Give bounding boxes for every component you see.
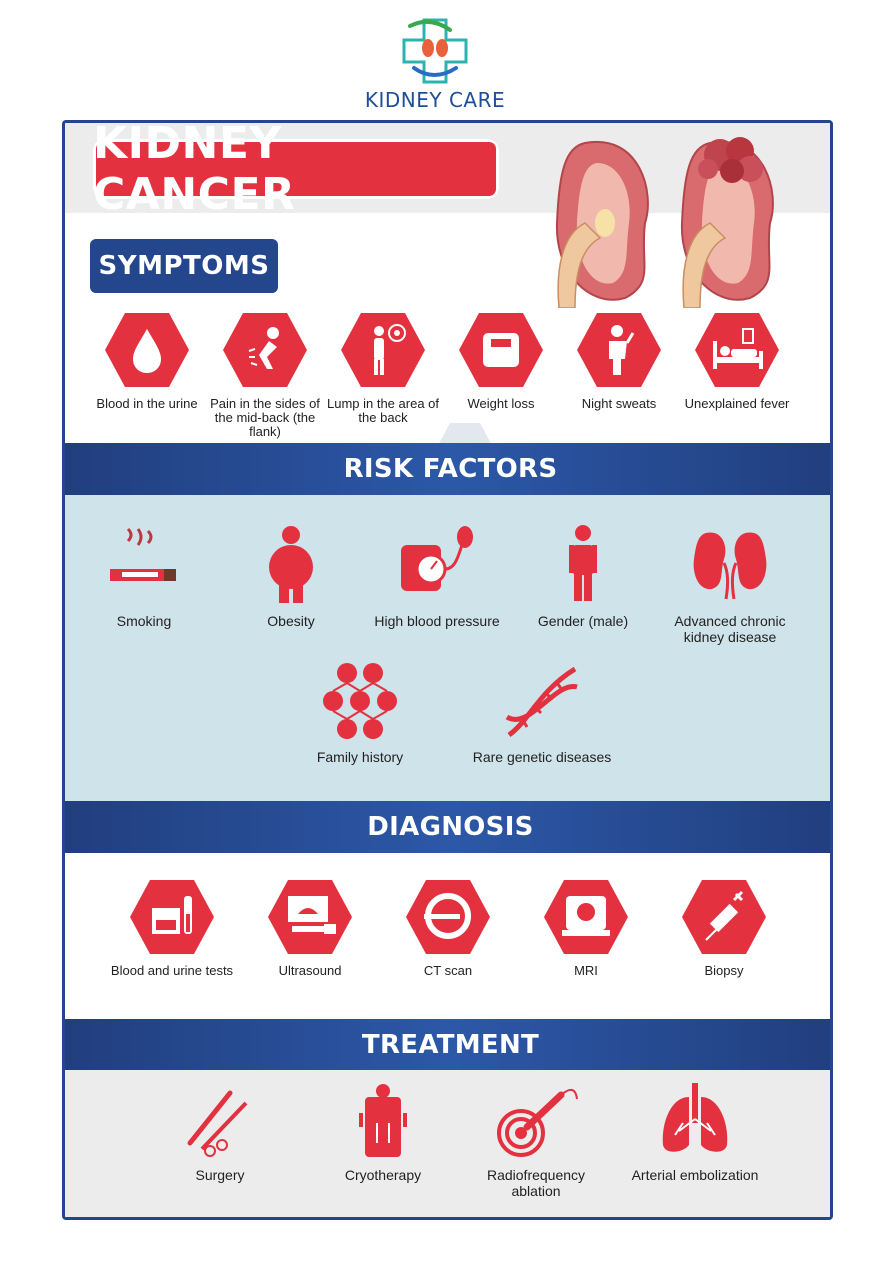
symptom-label: Blood in the urine bbox=[96, 396, 198, 411]
blood-pressure-gauge-icon bbox=[401, 526, 473, 591]
treatment-item: Radiofrequency ablation bbox=[461, 1083, 611, 1199]
treatment-label: Arterial embolization bbox=[631, 1167, 759, 1183]
dna-icon bbox=[505, 666, 578, 738]
back-pain-icon bbox=[223, 313, 307, 387]
scale-icon bbox=[459, 313, 543, 387]
symptom-item: Pain in the sides of the mid-back (the f… bbox=[200, 311, 330, 439]
diagnosis-label: CT scan bbox=[423, 963, 473, 978]
logo-text: KIDNEY CARE bbox=[364, 88, 506, 112]
treatment-item: Arterial embolization bbox=[620, 1083, 770, 1183]
male-figure-icon bbox=[569, 525, 597, 601]
risk-item: High blood pressure bbox=[362, 523, 512, 629]
treatment-label: Radiofrequency ablation bbox=[486, 1167, 586, 1199]
healthy-kidney-icon bbox=[555, 140, 649, 308]
risk-factors-heading: RISK FACTORS bbox=[343, 454, 558, 484]
risk-item: Obesity bbox=[216, 523, 366, 629]
logo-cross-icon bbox=[402, 18, 468, 84]
symptom-item: Weight loss bbox=[436, 311, 566, 411]
kidney-care-logo: KIDNEY CARE bbox=[350, 18, 520, 112]
kidney-illustration-icon bbox=[555, 137, 774, 308]
risk-label: Family history bbox=[316, 749, 404, 765]
diagnosis-item: MRI bbox=[521, 878, 651, 978]
syringe-icon bbox=[682, 880, 766, 954]
risk-label: Smoking bbox=[116, 613, 172, 629]
risk-label: Rare genetic diseases bbox=[472, 749, 612, 765]
mri-machine-icon bbox=[544, 880, 628, 954]
test-tubes-icon bbox=[130, 880, 214, 954]
cigarette-icon bbox=[110, 527, 176, 581]
treatment-label: Cryotherapy bbox=[344, 1167, 422, 1183]
symptoms-heading-label: SYMPTOMS bbox=[98, 251, 270, 281]
diagnosis-item: Biopsy bbox=[659, 878, 789, 978]
kidneys-icon bbox=[693, 532, 767, 600]
lump-icon bbox=[341, 313, 425, 387]
diagnosis-label: MRI bbox=[574, 963, 598, 978]
risk-item: Gender (male) bbox=[508, 523, 658, 629]
risk-label: Gender (male) bbox=[537, 613, 629, 629]
page-title: KIDNEY CANCER bbox=[93, 120, 296, 220]
symptom-item: Blood in the urine bbox=[82, 311, 212, 411]
symptom-item: Unexplained fever bbox=[672, 311, 802, 411]
diagnosis-item: CT scan bbox=[383, 878, 513, 978]
cancerous-kidney-icon bbox=[680, 137, 774, 308]
symptom-label: Lump in the area of the back bbox=[326, 396, 440, 425]
symptom-label: Unexplained fever bbox=[684, 396, 790, 411]
risk-item: Family history bbox=[285, 661, 435, 765]
ct-scanner-icon bbox=[406, 880, 490, 954]
risk-item: Rare genetic diseases bbox=[467, 661, 617, 765]
risk-label: Obesity bbox=[267, 613, 315, 629]
diagnosis-label: Blood and urine tests bbox=[110, 963, 234, 978]
treatment-item: Surgery bbox=[145, 1083, 295, 1183]
treatment-item: Cryotherapy bbox=[308, 1083, 458, 1183]
fever-bed-icon bbox=[695, 313, 779, 387]
sweating-person-icon bbox=[577, 313, 661, 387]
risk-label: Advanced chronic kidney disease bbox=[674, 613, 786, 645]
treatment-band: TREATMENT bbox=[65, 1019, 830, 1071]
infographic-frame: KIDNEY CANCER SYMPTOMS bbox=[62, 120, 833, 1220]
treatment-heading: TREATMENT bbox=[361, 1030, 540, 1060]
symptoms-heading: SYMPTOMS bbox=[90, 239, 278, 293]
diagnosis-heading: DIAGNOSIS bbox=[367, 812, 534, 842]
symptom-label: Weight loss bbox=[467, 396, 535, 411]
diagnosis-label: Biopsy bbox=[704, 963, 744, 978]
obese-person-icon bbox=[269, 526, 313, 603]
symptom-item: Lump in the area of the back bbox=[318, 311, 448, 425]
risk-item: Advanced chronic kidney disease bbox=[655, 523, 805, 645]
treatment-label: Surgery bbox=[195, 1167, 245, 1183]
symptom-label: Pain in the sides of the mid-back (the f… bbox=[210, 396, 320, 439]
blood-drop-icon bbox=[105, 313, 189, 387]
diagnosis-band: DIAGNOSIS bbox=[65, 801, 830, 853]
surgical-tools-icon bbox=[187, 1090, 248, 1157]
diagnosis-item: Blood and urine tests bbox=[107, 878, 237, 978]
lungs-arteries-icon bbox=[662, 1083, 728, 1152]
risk-factors-band: RISK FACTORS bbox=[65, 443, 830, 495]
ablation-probe-icon bbox=[497, 1088, 578, 1157]
diagnosis-item: Ultrasound bbox=[245, 878, 375, 978]
diagnosis-label: Ultrasound bbox=[278, 963, 342, 978]
risk-label: High blood pressure bbox=[374, 613, 500, 629]
symptom-item: Night sweats bbox=[554, 311, 684, 411]
family-tree-icon bbox=[323, 663, 397, 739]
symptom-label: Night sweats bbox=[581, 396, 657, 411]
title-banner: KIDNEY CANCER bbox=[93, 123, 499, 220]
cryo-chamber-icon bbox=[359, 1084, 407, 1157]
risk-item: Smoking bbox=[69, 523, 219, 629]
ultrasound-icon bbox=[268, 880, 352, 954]
